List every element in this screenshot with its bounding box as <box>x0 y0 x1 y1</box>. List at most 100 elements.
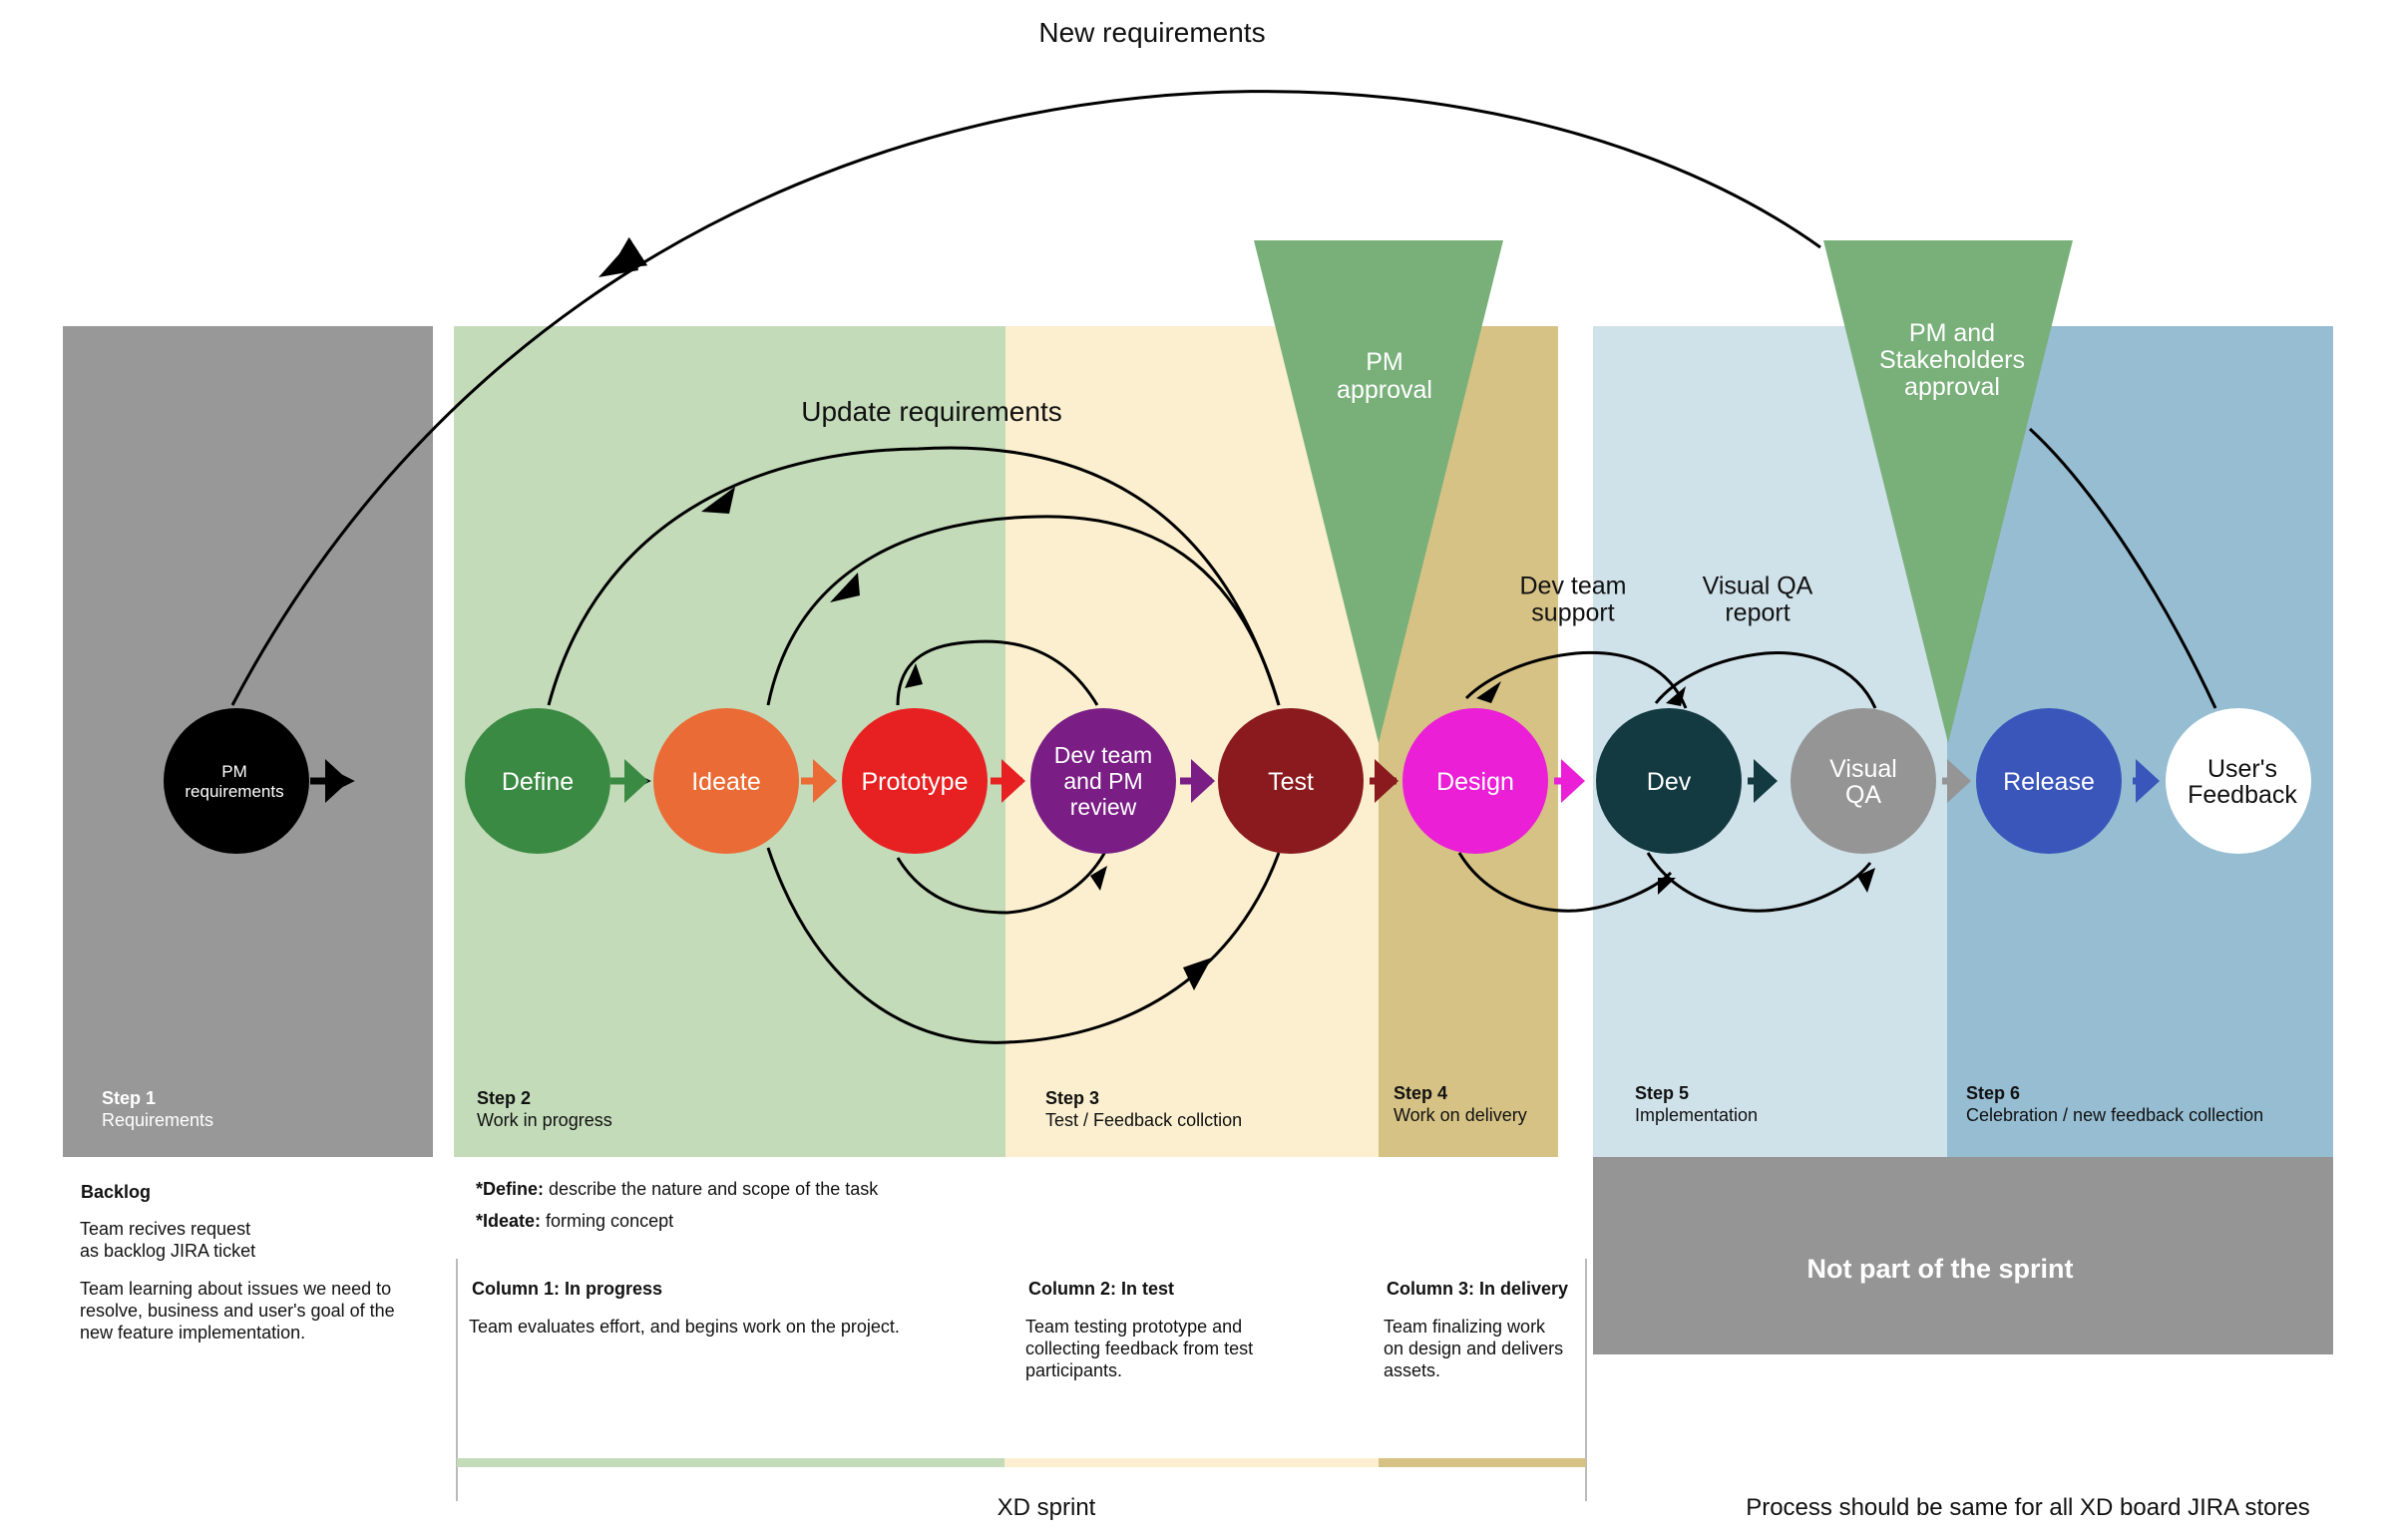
text-line: PM <box>221 762 247 781</box>
update-loop-bottom <box>766 847 1281 1044</box>
ideate-arrowhead <box>813 759 837 803</box>
review-prototype-loop-top <box>896 639 1099 706</box>
step1-subtitle: Requirements <box>102 1110 213 1130</box>
feedback-to-gate-line <box>2028 427 2217 709</box>
release-node: Release <box>1976 708 2122 854</box>
dev-support-bottom-arrowhead <box>1658 878 1676 895</box>
visualqa-bottom-arrowhead <box>1857 868 1875 893</box>
ideate-term: *Ideate: <box>476 1211 541 1231</box>
sprint-bar-delivery <box>1379 1458 1586 1467</box>
define-node: Define <box>465 708 610 854</box>
prototype-label: Prototype <box>861 768 968 796</box>
text-line: new feature implementation. <box>80 1323 305 1343</box>
stakeholders-approval-gate <box>1823 240 2073 743</box>
step3-subtitle: Test / Feedback collction <box>1045 1110 1242 1130</box>
review-loop-top-arrowhead <box>905 663 923 688</box>
step4-title: Step 4 <box>1394 1083 1447 1103</box>
text-line: approval <box>1337 376 1432 404</box>
not-sprint-label: Not part of the sprint <box>1807 1254 2074 1284</box>
text-line: Visual QA <box>1703 572 1813 599</box>
text-line: Release <box>2003 768 2095 796</box>
text-line: assets. <box>1384 1360 1440 1380</box>
step3-title: Step 3 <box>1045 1088 1099 1108</box>
release-label: Release <box>2003 768 2095 796</box>
visualqa-top-arrowhead <box>1666 686 1686 706</box>
design-node: Design <box>1402 708 1548 854</box>
review-loop-bottom-arrowhead <box>1090 866 1107 891</box>
dev-arrowhead <box>1754 759 1778 803</box>
test-ideate-arrowhead <box>830 573 860 602</box>
dev-label: Dev <box>1647 768 1692 796</box>
dev-support-top-arrowhead <box>1476 681 1501 703</box>
test-arrowhead <box>1375 759 1398 803</box>
update-loop-top <box>547 446 1281 706</box>
test-node: Test <box>1218 708 1364 854</box>
text-line: Team evaluates effort, and begins work o… <box>469 1317 900 1337</box>
define-label: Define <box>502 768 574 796</box>
text-line: on design and delivers <box>1384 1339 1563 1358</box>
pm-arrowhead <box>325 759 349 803</box>
text-line: report <box>1725 598 1790 626</box>
visualqa-loop-top <box>1654 651 1877 709</box>
text-line: Team learning about issues we need to <box>80 1279 391 1299</box>
flow-arrowheads <box>325 759 2160 803</box>
step6-title: Step 6 <box>1966 1083 2020 1103</box>
text-line: Stakeholders <box>1879 346 2025 374</box>
text-line: Define <box>502 768 574 796</box>
test-ideate-loop <box>766 515 1281 706</box>
text-line: Visual <box>1829 755 1897 783</box>
sprint-bar-progress <box>457 1458 1004 1467</box>
review-arrowhead <box>1191 759 1215 803</box>
ideate-description: forming concept <box>541 1211 673 1231</box>
visualqa-loop-bottom <box>1646 852 1872 913</box>
text-line: participants. <box>1025 1360 1122 1380</box>
text-line: requirements <box>185 782 283 801</box>
text-line: Dev <box>1647 768 1692 796</box>
text-line: QA <box>1845 781 1881 809</box>
sprint-bar-test <box>1004 1458 1379 1467</box>
define-description: describe the nature and scope of the tas… <box>544 1179 879 1199</box>
define-term: *Define: <box>476 1179 544 1199</box>
text-line: Prototype <box>861 768 968 796</box>
column2-title: Column 2: In test <box>1028 1279 1174 1299</box>
text-line: approval <box>1904 373 2000 401</box>
update-requirements-label: Update requirements <box>801 396 1061 427</box>
text-line: review <box>1070 794 1137 820</box>
design-arrowhead <box>1561 759 1585 803</box>
not-sprint-panel <box>1593 1157 2333 1354</box>
text-line: and PM <box>1063 768 1142 794</box>
backlog-title: Backlog <box>81 1182 151 1202</box>
pm-approval-gate <box>1254 240 1503 743</box>
text-line: collecting feedback from test <box>1025 1339 1253 1358</box>
dev-node: Dev <box>1596 708 1742 854</box>
text-line: Dev team <box>1520 572 1627 599</box>
column1-title: Column 1: In progress <box>472 1279 662 1299</box>
design-label: Design <box>1436 768 1514 796</box>
step4-subtitle: Work on delivery <box>1394 1105 1527 1125</box>
ideate-definition: *Ideate: forming concept <box>476 1211 673 1231</box>
release-arrowhead <box>2136 759 2160 803</box>
define-arrowhead <box>624 759 648 803</box>
new-requirements-loop <box>230 90 1821 706</box>
new-requirements-label: New requirements <box>1038 17 1265 48</box>
text-line: as backlog JIRA ticket <box>80 1241 255 1261</box>
define-definition: *Define: describe the nature and scope o… <box>476 1179 879 1199</box>
text-line: Ideate <box>691 768 761 796</box>
process-note: Process should be same for all XD board … <box>1746 1494 2310 1521</box>
xd-sprint-label: XD sprint <box>998 1494 1096 1521</box>
text-line: Dev team <box>1054 742 1152 768</box>
column3-title: Column 3: In delivery <box>1387 1279 1568 1299</box>
